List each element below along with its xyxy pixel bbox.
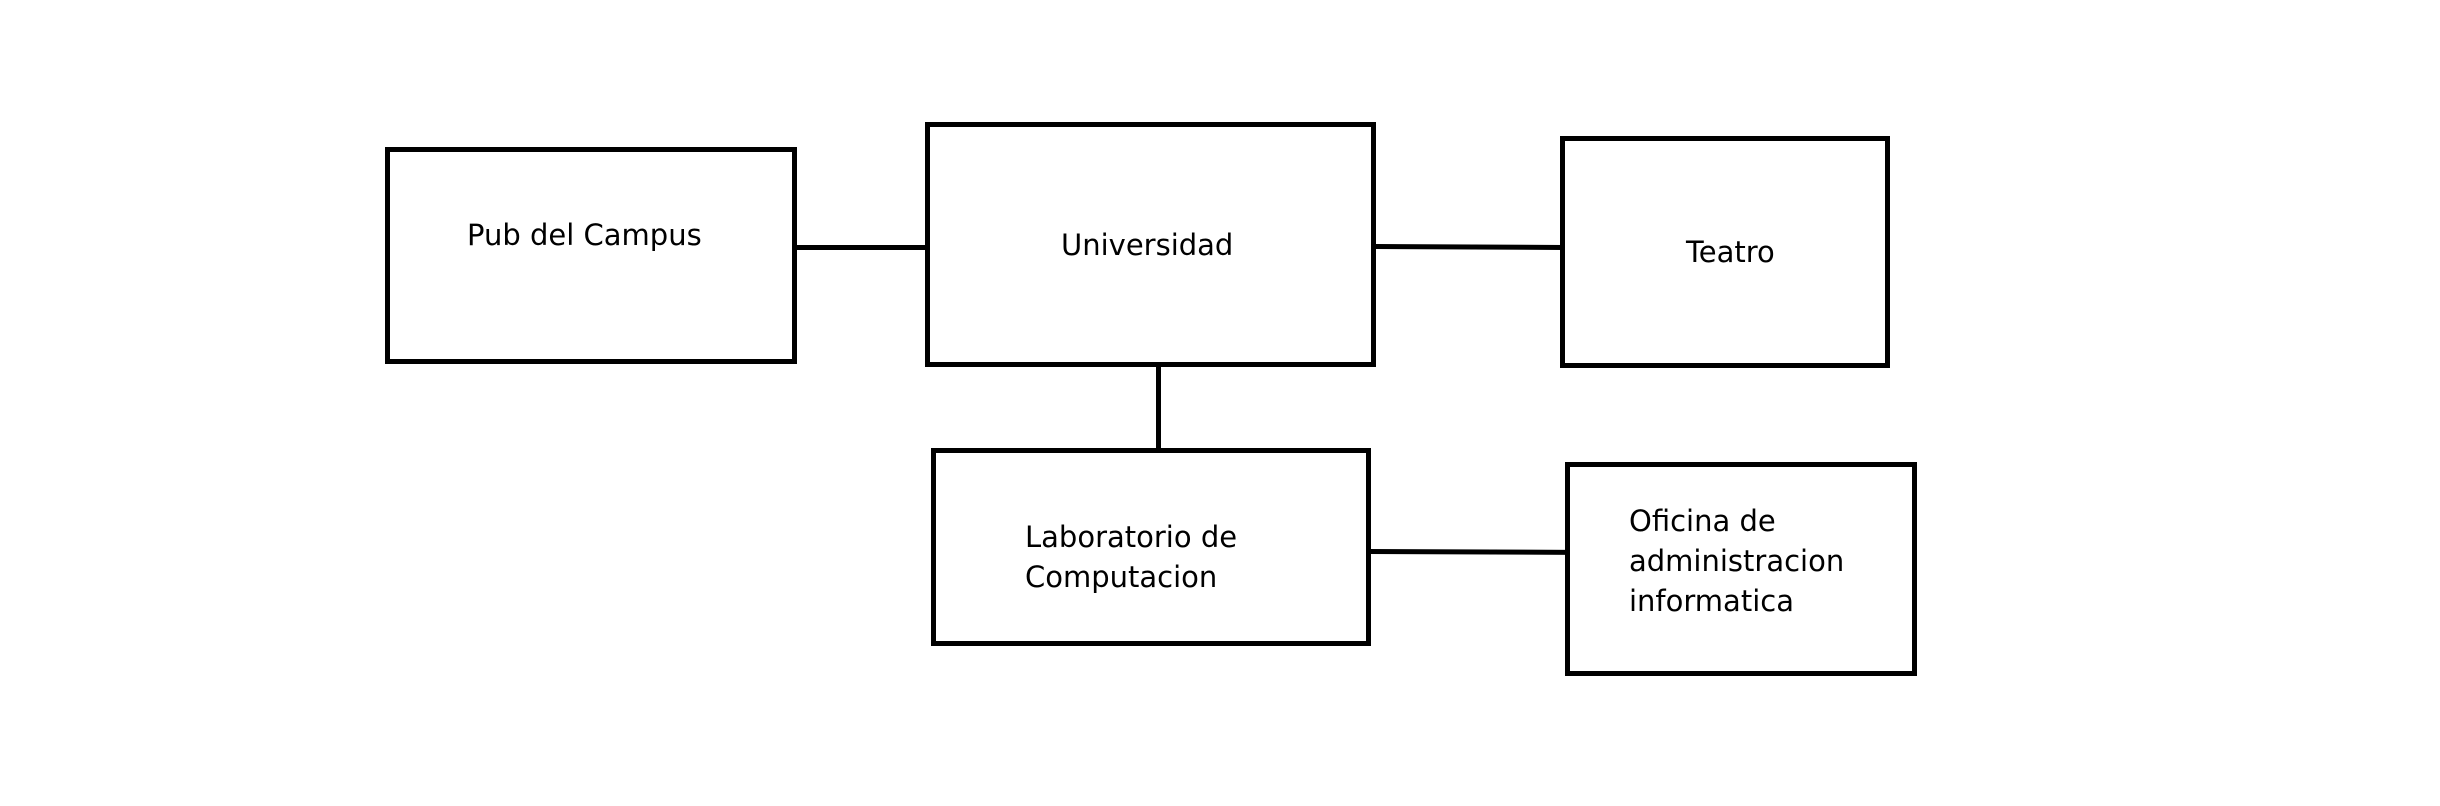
node-laboratorio-de-computacion [931, 448, 1371, 646]
node-label-line: administracion [1629, 544, 1845, 578]
connector-universidad-teatro [1375, 244, 1565, 250]
node-label-universidad: Universidad [1061, 225, 1233, 265]
node-oficina-de-administracion-informatica [1565, 462, 1917, 676]
node-label-laboratorio: Laboratorio de Computacion [1025, 517, 1237, 597]
node-label-line: Teatro [1686, 235, 1775, 269]
node-teatro [1560, 136, 1890, 368]
node-pub-del-campus [385, 147, 797, 364]
node-universidad [925, 122, 1376, 367]
node-label-line: Oficina de [1629, 504, 1776, 538]
node-label-line: Pub del Campus [467, 218, 702, 252]
node-label-oficina: Oficina de administracion informatica [1629, 501, 1844, 621]
connector-pub-universidad [797, 245, 930, 250]
node-label-teatro: Teatro [1686, 232, 1775, 272]
node-label-pub: Pub del Campus [467, 215, 702, 255]
node-label-line: Computacion [1025, 560, 1218, 594]
node-label-line: Universidad [1061, 228, 1234, 262]
connector-laboratorio-oficina [1368, 549, 1571, 555]
node-label-line: informatica [1629, 584, 1794, 618]
connector-universidad-laboratorio [1156, 365, 1161, 452]
node-label-line: Laboratorio de [1025, 520, 1238, 554]
